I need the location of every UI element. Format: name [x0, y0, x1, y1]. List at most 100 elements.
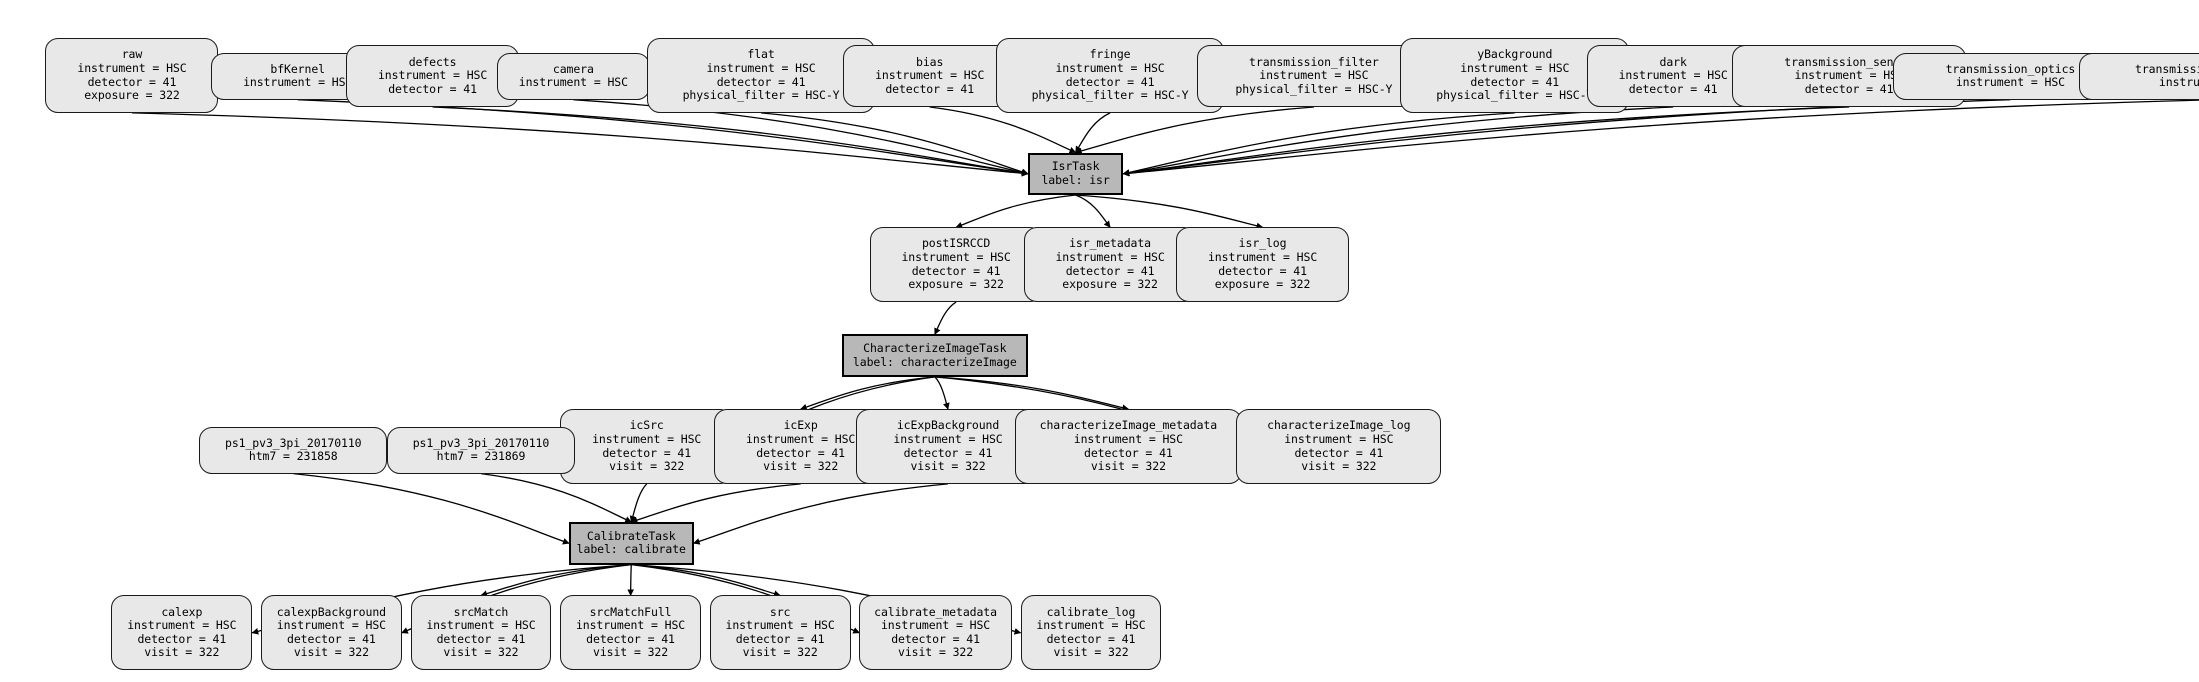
- node-attr: exposure = 322: [1062, 277, 1158, 292]
- node-title: calibrate_metadata: [874, 604, 997, 619]
- node-attr: instrument = HSC: [575, 618, 686, 633]
- node-attr: instrument = HSC: [592, 431, 702, 446]
- edge-yBackground-to-IsrTask: [1122, 112, 1515, 176]
- node-attr: exposure = 322: [908, 277, 1004, 292]
- node-attr: visit = 322: [742, 645, 818, 660]
- edge-transmission_filter-to-IsrTask: [1074, 106, 1314, 155]
- edge-dark-to-IsrTask: [1122, 106, 1674, 177]
- node-attr: detector = 41: [756, 445, 845, 460]
- node-attr: instrument = HSC: [1073, 431, 1183, 446]
- edge-IsrTask-to-isr_log: [1075, 194, 1264, 230]
- node-attr: instrument = HSC: [377, 68, 488, 83]
- edge-CalibrateTask-to-src: [631, 563, 781, 597]
- node-attr: instrument = HSC: [893, 431, 1003, 446]
- node-attr: exposure = 322: [1214, 277, 1311, 292]
- node-attr: instrument = HSC: [1794, 68, 1904, 83]
- node-attr: detector = 41: [735, 631, 825, 646]
- node-attr: instrument = HSC: [901, 250, 1011, 265]
- node-attr: detector = 41: [1628, 82, 1718, 97]
- node-attr: instrument = HSC: [1618, 68, 1728, 83]
- node-attr: instrument = HSC: [518, 75, 628, 90]
- node-title: dark: [1659, 54, 1687, 69]
- node-attr: instrument = HSC: [875, 68, 985, 83]
- node-attr: detector = 41: [1046, 631, 1136, 646]
- node-attr: detector = 41: [891, 631, 980, 646]
- node-attr: detector = 41: [1084, 445, 1173, 460]
- node-attr: detector = 41: [716, 74, 806, 89]
- edge-fringe-to-IsrTask: [1075, 112, 1111, 154]
- node-title: camera: [552, 61, 594, 76]
- node-attr: visit = 322: [910, 459, 986, 474]
- node-title: IsrTask: [1051, 159, 1100, 174]
- edge-raw-to-IsrTask: [131, 112, 1029, 177]
- node-title: postISRCCD: [921, 236, 991, 251]
- node-attr: label: characterizeImage: [852, 354, 1017, 369]
- node-attr: detector = 41: [1294, 445, 1384, 460]
- node-title: ps1_pv3_3pi_20170110: [412, 435, 550, 450]
- node-attr: detector = 41: [287, 631, 376, 646]
- node-attr: detector = 41: [911, 263, 1001, 278]
- node-title: bias: [916, 54, 944, 69]
- edge-icExp-to-CalibrateTask: [630, 483, 801, 524]
- node-attr: visit = 322: [1053, 645, 1129, 660]
- node-attr: instrument = HSC: [725, 618, 835, 633]
- node-attr: detector = 41: [885, 82, 975, 97]
- node-attr: instrument = HSC: [1036, 618, 1146, 633]
- dataset-node-transmission_atmosphere[interactable]: transmission_atmosphereinstrument = HSC: [2079, 52, 2199, 100]
- node-attr: instrument = HSC: [1055, 60, 1165, 75]
- node-title: raw: [121, 47, 143, 62]
- node-attr: detector = 41: [1218, 263, 1307, 278]
- node-title: calibrate_log: [1046, 604, 1136, 619]
- node-attr: detector = 41: [87, 74, 177, 89]
- node-attr: detector = 41: [388, 82, 477, 97]
- node-attr: visit = 322: [609, 459, 685, 474]
- node-title: icExpBackground: [896, 418, 1000, 433]
- node-attr: instrument = HSC: [426, 618, 536, 633]
- node-attr: instrument = HSC: [746, 431, 856, 446]
- edge-IsrTask-to-postISRCCD: [955, 194, 1076, 229]
- node-attr: visit = 322: [293, 645, 369, 660]
- node-attr: htm7 = 231858: [248, 449, 338, 464]
- edge-defects-to-IsrTask: [432, 106, 1029, 177]
- node-title: yBackground: [1477, 47, 1553, 62]
- node-title: srcMatchFull: [589, 604, 672, 619]
- node-attr: detector = 41: [602, 445, 692, 460]
- node-attr: detector = 41: [1065, 263, 1155, 278]
- node-attr: detector = 41: [903, 445, 993, 460]
- edge-CalibrateTask-to-srcMatchFull: [627, 564, 635, 597]
- node-title: bfKernel: [270, 61, 325, 76]
- edge-icSrc-to-CalibrateTask: [629, 483, 648, 523]
- node-title: srcMatch: [453, 604, 509, 619]
- node-attr: htm7 = 231869: [436, 449, 526, 464]
- node-attr: visit = 322: [1301, 459, 1377, 474]
- node-attr: instrument = HSC: [706, 60, 816, 75]
- node-attr: instrument = HSC: [1259, 68, 1369, 83]
